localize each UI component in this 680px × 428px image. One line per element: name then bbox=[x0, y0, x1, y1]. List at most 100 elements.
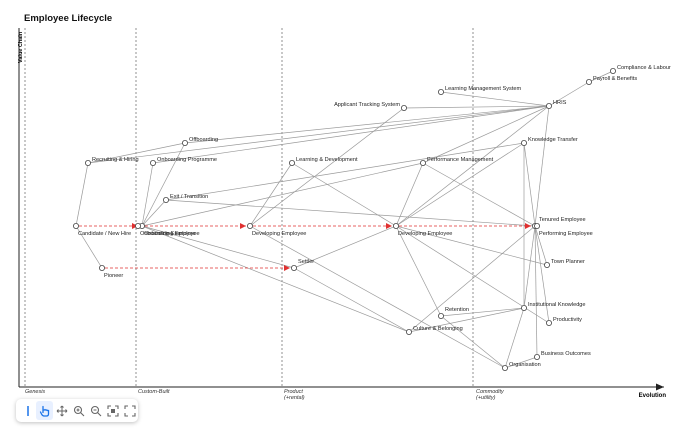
link-exit-knowledge_transfer bbox=[165, 142, 525, 201]
zoom-in-tool[interactable] bbox=[70, 401, 87, 420]
component-onboarding-emp-2[interactable]: Onboarding Employee bbox=[134, 222, 196, 237]
component-offboarding[interactable]: Offboarding bbox=[181, 137, 218, 146]
component-institutional[interactable]: Institutional Knowledge bbox=[521, 302, 586, 311]
y-axis-label: Value Chain bbox=[18, 31, 24, 63]
component-node[interactable] bbox=[544, 261, 551, 268]
component-organisation[interactable]: Organisation bbox=[501, 362, 541, 371]
component-developing-emp-1[interactable]: Developing Employee bbox=[246, 222, 306, 237]
stage-label-genesis: Genesis bbox=[25, 389, 45, 395]
component-node[interactable] bbox=[73, 222, 80, 229]
component-label: Business Outcomes bbox=[541, 351, 591, 357]
zoom-out-tool[interactable] bbox=[87, 401, 104, 420]
link-exit-tenured bbox=[165, 199, 536, 227]
zoom-in-icon bbox=[73, 405, 84, 416]
stage-dividers bbox=[24, 28, 474, 387]
component-town-planner[interactable]: Town Planner bbox=[544, 259, 585, 268]
component-lms[interactable]: Learning Management System bbox=[437, 86, 522, 96]
component-performing[interactable]: Performing Employee bbox=[534, 222, 593, 237]
component-tenured[interactable]: Tenured Employee bbox=[532, 217, 586, 229]
pan-tool[interactable] bbox=[36, 401, 53, 420]
component-node[interactable] bbox=[85, 159, 92, 166]
component-productivity[interactable]: Productivity bbox=[546, 317, 582, 326]
component-business-outcomes[interactable]: Business Outcomes bbox=[534, 351, 591, 360]
component-node[interactable] bbox=[437, 89, 444, 96]
component-recruiting[interactable]: Recruiting & Hiring bbox=[85, 157, 139, 166]
component-label: Onboarding Programme bbox=[157, 157, 217, 163]
component-node[interactable] bbox=[134, 222, 141, 229]
link-developing_emp_1-organisation bbox=[249, 225, 506, 369]
link-tenured-town_planner bbox=[534, 225, 548, 266]
component-learning-dev[interactable]: Learning & Development bbox=[288, 157, 358, 166]
component-node[interactable] bbox=[392, 222, 399, 229]
component-label: Retention bbox=[445, 307, 469, 313]
component-label: Recruiting & Hiring bbox=[92, 157, 139, 163]
component-payroll[interactable]: Payroll & Benefits bbox=[586, 76, 637, 86]
link-institutional-organisation bbox=[504, 307, 525, 369]
component-pioneer[interactable]: Pioneer bbox=[99, 264, 123, 279]
link-tenured-knowledge_transfer bbox=[523, 142, 536, 227]
component-node[interactable] bbox=[246, 222, 253, 229]
evolution-arrows bbox=[79, 223, 531, 271]
link-offboarding-hris bbox=[184, 105, 550, 144]
component-label: Developing Employee bbox=[398, 231, 452, 237]
component-exit[interactable]: Exit / Transition bbox=[162, 194, 208, 203]
component-node[interactable] bbox=[546, 103, 553, 110]
component-label: Offboarding bbox=[189, 137, 218, 143]
link-perf_mgmt-tenured bbox=[422, 162, 536, 227]
component-node[interactable] bbox=[149, 159, 156, 166]
component-node[interactable] bbox=[501, 364, 508, 371]
component-label: Performance Management bbox=[427, 157, 494, 163]
component-node[interactable] bbox=[99, 264, 106, 271]
component-node[interactable] bbox=[400, 105, 407, 112]
component-onboarding[interactable]: Onboarding Programme bbox=[149, 157, 217, 166]
component-label: Payroll & Benefits bbox=[593, 76, 637, 82]
component-node[interactable] bbox=[586, 79, 593, 86]
move-tool[interactable] bbox=[53, 401, 70, 420]
x-axis-label: Evolution bbox=[639, 393, 667, 399]
component-label: Applicant Tracking System bbox=[334, 102, 400, 108]
component-node[interactable] bbox=[405, 328, 412, 335]
component-node[interactable] bbox=[546, 319, 553, 326]
link-recruiting-offboarding bbox=[87, 142, 186, 164]
component-node[interactable] bbox=[437, 312, 444, 319]
link-hris-perf_mgmt bbox=[422, 105, 550, 164]
component-developing-emp-2[interactable]: Developing Employee bbox=[392, 222, 452, 237]
component-label: Institutional Knowledge bbox=[528, 302, 586, 308]
component-node[interactable] bbox=[288, 159, 295, 166]
component-hris[interactable]: HRIS bbox=[546, 100, 567, 110]
link-tenured-culture bbox=[408, 225, 536, 333]
component-node[interactable] bbox=[534, 222, 541, 229]
component-culture[interactable]: Culture & Belonging bbox=[405, 326, 463, 335]
component-retention[interactable]: Retention bbox=[437, 307, 469, 319]
component-node[interactable] bbox=[610, 68, 617, 75]
link-lms-hris bbox=[440, 91, 550, 107]
component-node[interactable] bbox=[521, 139, 528, 146]
link-onboarding_emp_1-culture bbox=[141, 225, 410, 333]
component-node[interactable] bbox=[290, 264, 297, 271]
link-tenured-institutional bbox=[523, 225, 536, 309]
link-business_outcomes-organisation bbox=[504, 356, 538, 369]
component-settler[interactable]: Settler bbox=[290, 259, 314, 271]
component-label: Settler bbox=[298, 259, 314, 265]
component-ats[interactable]: Applicant Tracking System bbox=[334, 102, 407, 112]
component-compliance[interactable]: Compliance & Labour bbox=[610, 65, 671, 75]
component-label: Pioneer bbox=[104, 273, 123, 279]
component-node[interactable] bbox=[419, 159, 426, 166]
link-developing_emp_2-perf_mgmt bbox=[395, 162, 424, 227]
select-tool[interactable] bbox=[19, 401, 36, 420]
fit-tool[interactable] bbox=[104, 401, 121, 420]
component-label: Developing Employee bbox=[252, 231, 306, 237]
component-candidate[interactable]: Candidate / New Hire bbox=[73, 222, 131, 237]
component-label: Learning Management System bbox=[445, 86, 522, 92]
component-label: Onboarding Employee bbox=[144, 231, 200, 237]
component-node[interactable] bbox=[181, 139, 188, 146]
component-perf-mgmt[interactable]: Performance Management bbox=[419, 157, 494, 166]
component-node[interactable] bbox=[162, 196, 169, 203]
component-node[interactable] bbox=[521, 304, 528, 311]
component-knowledge-transfer[interactable]: Knowledge Transfer bbox=[521, 137, 578, 146]
component-node[interactable] bbox=[534, 353, 541, 360]
fullscreen-tool[interactable] bbox=[121, 401, 138, 420]
component-label: Compliance & Labour bbox=[617, 65, 671, 71]
